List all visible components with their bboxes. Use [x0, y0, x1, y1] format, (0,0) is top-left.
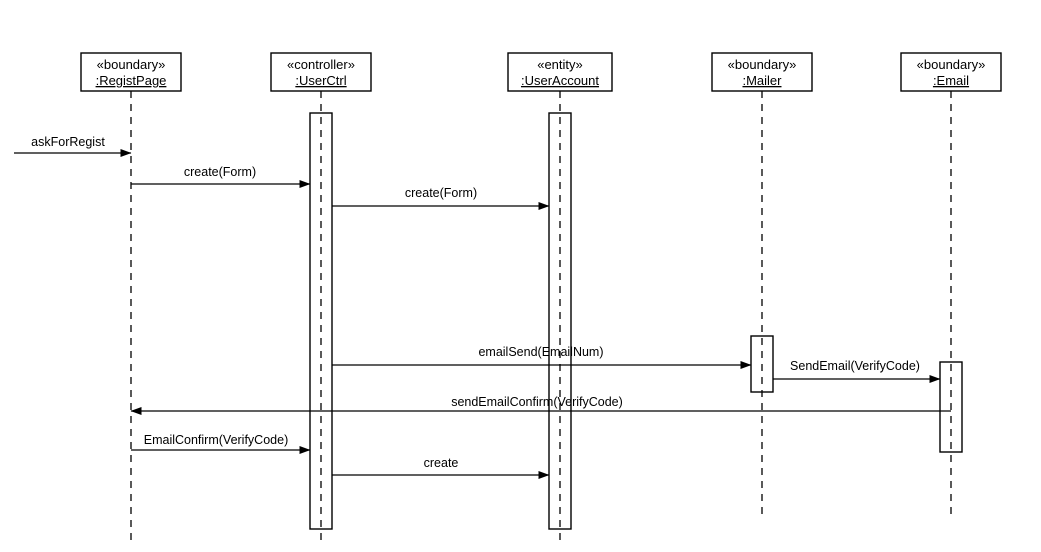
- lifeline-head-box-registpage[interactable]: [80, 52, 182, 92]
- activations-layer: [309, 112, 963, 530]
- lifeline-stereotype-email: «boundary»: [917, 57, 986, 72]
- lifeline-stereotype-mailer: «boundary»: [728, 57, 797, 72]
- lifeline-head-box-userctrl[interactable]: [270, 52, 372, 92]
- message-msg-3[interactable]: create(Form): [332, 186, 550, 210]
- lifeline-instance-registpage: :RegistPage: [96, 73, 167, 88]
- lifelines-layer: «boundary»:RegistPage«controller»:UserCt…: [80, 52, 1002, 545]
- activation-bar-email[interactable]: [939, 361, 963, 453]
- message-msg-1[interactable]: askForRegist: [14, 135, 132, 157]
- lifeline-head-box-useraccount[interactable]: [507, 52, 613, 92]
- messages-layer: askForRegist create(Form) create(Form) emai…: [14, 135, 951, 479]
- activation-bar-mailer[interactable]: [750, 335, 774, 393]
- message-msg-6[interactable]: sendEmailConfirm(VerifyCode): [130, 395, 951, 415]
- lifeline-head-box-email[interactable]: [900, 52, 1002, 92]
- lifeline-registpage[interactable]: «boundary»:RegistPage: [80, 52, 182, 545]
- message-msg-5[interactable]: SendEmail(VerifyCode): [773, 359, 941, 383]
- message-label-msg-7: EmailConfirm(VerifyCode): [144, 433, 288, 447]
- lifeline-stereotype-registpage: «boundary»: [97, 57, 166, 72]
- lifeline-userctrl[interactable]: «controller»:UserCtrl: [270, 52, 372, 545]
- lifeline-instance-useraccount: :UserAccount: [521, 73, 599, 88]
- message-label-msg-4: emailSend(EmailNum): [478, 345, 603, 359]
- lifeline-useraccount[interactable]: «entity»:UserAccount: [507, 52, 613, 545]
- lifeline-instance-mailer: :Mailer: [742, 73, 782, 88]
- activation-bar-useraccount[interactable]: [548, 112, 572, 530]
- message-label-msg-2: create(Form): [184, 165, 256, 179]
- message-msg-8[interactable]: create: [332, 456, 550, 479]
- lifeline-stereotype-useraccount: «entity»: [537, 57, 583, 72]
- activation-bar-userctrl[interactable]: [309, 112, 333, 530]
- lifeline-email[interactable]: «boundary»:Email: [900, 52, 1002, 516]
- message-label-msg-8: create: [424, 456, 459, 470]
- message-msg-7[interactable]: EmailConfirm(VerifyCode): [131, 433, 311, 454]
- message-label-msg-5: SendEmail(VerifyCode): [790, 359, 920, 373]
- lifeline-mailer[interactable]: «boundary»:Mailer: [711, 52, 813, 516]
- lifeline-stereotype-userctrl: «controller»: [287, 57, 355, 72]
- message-label-msg-6: sendEmailConfirm(VerifyCode): [451, 395, 623, 409]
- message-msg-2[interactable]: create(Form): [131, 165, 311, 188]
- lifeline-instance-email: :Email: [933, 73, 969, 88]
- message-label-msg-3: create(Form): [405, 186, 477, 200]
- lifeline-instance-userctrl: :UserCtrl: [295, 73, 346, 88]
- message-label-msg-1: askForRegist: [31, 135, 105, 149]
- lifeline-head-box-mailer[interactable]: [711, 52, 813, 92]
- message-msg-4[interactable]: emailSend(EmailNum): [332, 345, 752, 369]
